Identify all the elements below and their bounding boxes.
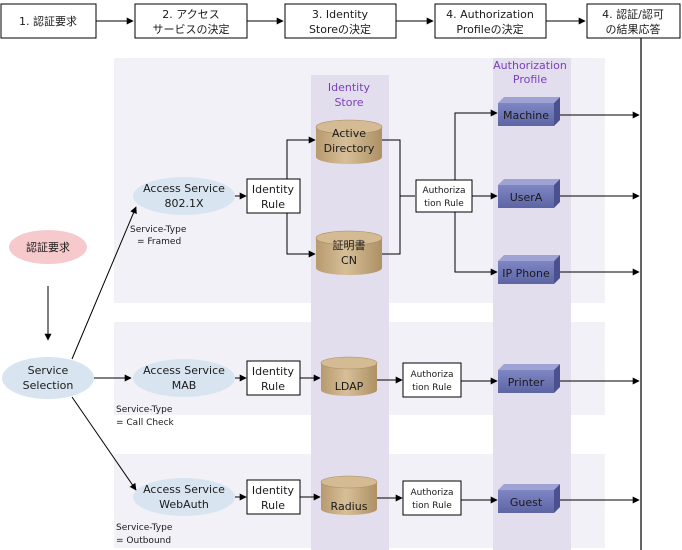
authorization-profile-column bbox=[493, 58, 571, 550]
step-4-box: 4. Authorization Profileの決定 bbox=[434, 3, 547, 39]
service-type-outbound-line2: = Outbound bbox=[116, 536, 171, 546]
store-active-directory: Active Directory bbox=[315, 119, 383, 164]
authz-rule-802-1x: Authoriza tion Rule bbox=[415, 179, 473, 213]
access-service-mab bbox=[133, 359, 235, 397]
profile-ip-phone-label: IP Phone bbox=[502, 267, 550, 280]
auth-request-node bbox=[9, 230, 87, 264]
authz-rule-webauth-line2: tion Rule bbox=[412, 501, 452, 511]
store-radius: Radius bbox=[320, 475, 378, 515]
identity-rule-802-1x: Identity Rule bbox=[246, 178, 301, 214]
authz-rule-webauth: Authoriza tion Rule bbox=[402, 480, 462, 516]
access-service-webauth-line1: Access Service bbox=[143, 483, 225, 496]
step-2-label-line1: 2. アクセス bbox=[162, 8, 219, 21]
access-service-802-1x bbox=[133, 177, 235, 215]
store-cert-cn-line1: 証明書 bbox=[333, 238, 366, 252]
step-5-label-line2: の結果応答 bbox=[606, 22, 661, 36]
store-ldap-label: LDAP bbox=[335, 380, 364, 393]
service-type-framed-line1: Service-Type bbox=[130, 225, 187, 235]
access-service-webauth-line2: WebAuth bbox=[159, 498, 209, 511]
authorization-profile-header-line1: Authorization bbox=[493, 59, 567, 72]
store-to-authz-arrows bbox=[377, 139, 415, 502]
profile-ip-phone: IP Phone bbox=[498, 255, 560, 284]
step-2-label-line2: サービスの決定 bbox=[153, 22, 230, 36]
step-3-box: 3. Identity Storeの決定 bbox=[284, 3, 397, 39]
profile-usera-label: UserA bbox=[510, 191, 543, 204]
authz-to-profile-arrows bbox=[454, 109, 498, 504]
store-active-directory-line1: Active bbox=[332, 127, 366, 140]
profile-guest-label: Guest bbox=[510, 496, 543, 509]
access-service-802-1x-line1: Access Service bbox=[143, 182, 225, 195]
step-4-label-line2: Profileの決定 bbox=[456, 22, 523, 36]
access-service-mab-line2: MAB bbox=[172, 379, 197, 392]
profile-machine: Machine bbox=[498, 97, 560, 126]
identity-rule-webauth: Identity Rule bbox=[246, 479, 301, 515]
identity-rule-mab-line2: Rule bbox=[261, 380, 285, 393]
service-selection-node bbox=[2, 357, 94, 399]
identity-store-header-line2: Store bbox=[334, 96, 363, 109]
identity-rule-webauth-line2: Rule bbox=[261, 499, 285, 512]
store-cert-cn-line2: CN bbox=[341, 254, 357, 267]
access-service-802-1x-line2: 802.1X bbox=[164, 197, 203, 210]
access-service-mab-line1: Access Service bbox=[143, 364, 225, 377]
authz-rule-mab-line1: Authoriza bbox=[410, 370, 453, 380]
service-to-rule-arrows bbox=[235, 192, 247, 501]
authorization-profile-header-line2: Profile bbox=[513, 73, 547, 86]
profile-printer: Printer bbox=[498, 364, 560, 393]
service-selection-line2: Selection bbox=[23, 379, 74, 392]
service-type-outbound-line1: Service-Type bbox=[116, 523, 173, 533]
profile-to-result-arrows bbox=[560, 111, 640, 504]
profile-machine-label: Machine bbox=[503, 109, 549, 122]
step-3-label-line2: Storeの決定 bbox=[309, 22, 371, 36]
store-active-directory-line2: Directory bbox=[324, 142, 375, 155]
service-type-framed-line2: = Framed bbox=[137, 237, 181, 247]
identity-rule-mab: Identity Rule bbox=[246, 360, 301, 396]
service-type-call-check-line2: = Call Check bbox=[116, 418, 175, 428]
authz-rule-webauth-line1: Authoriza bbox=[410, 488, 453, 498]
step-5-box: 4. 認証/認可 の結果応答 bbox=[586, 3, 681, 39]
step-1-label: 1. 認証要求 bbox=[19, 14, 77, 28]
identity-rule-802-1x-line2: Rule bbox=[261, 198, 285, 211]
store-cert-cn: 証明書 CN bbox=[315, 230, 383, 275]
service-selection-line1: Service bbox=[28, 364, 69, 377]
step-1-box: 1. 認証要求 bbox=[0, 3, 97, 39]
selection-arrows bbox=[71, 206, 137, 491]
authz-rule-mab-line2: tion Rule bbox=[412, 383, 452, 393]
access-service-webauth bbox=[133, 478, 235, 516]
step-5-label-line1: 4. 認証/認可 bbox=[602, 7, 664, 21]
service-type-call-check-line1: Service-Type bbox=[116, 405, 173, 415]
authz-rule-802-1x-line1: Authoriza bbox=[422, 186, 465, 196]
identity-rule-802-1x-line1: Identity bbox=[252, 183, 295, 196]
step-4-label-line1: 4. Authorization bbox=[446, 8, 534, 21]
profile-usera: UserA bbox=[498, 179, 560, 208]
step-3-label-line1: 3. Identity bbox=[312, 8, 369, 21]
store-radius-label: Radius bbox=[331, 500, 368, 513]
profile-guest: Guest bbox=[498, 484, 560, 513]
identity-rule-mab-line1: Identity bbox=[252, 365, 295, 378]
authz-rule-802-1x-line2: tion Rule bbox=[424, 199, 464, 209]
identity-store-header-line1: Identity bbox=[328, 81, 371, 94]
step-2-box: 2. アクセス サービスの決定 bbox=[134, 3, 248, 39]
store-ldap: LDAP bbox=[320, 356, 378, 396]
auth-request-label: 認証要求 bbox=[26, 240, 70, 254]
rule-to-store-arrows bbox=[286, 136, 321, 501]
profile-printer-label: Printer bbox=[508, 376, 545, 389]
authz-rule-mab: Authoriza tion Rule bbox=[402, 362, 462, 398]
identity-rule-webauth-line1: Identity bbox=[252, 484, 295, 497]
